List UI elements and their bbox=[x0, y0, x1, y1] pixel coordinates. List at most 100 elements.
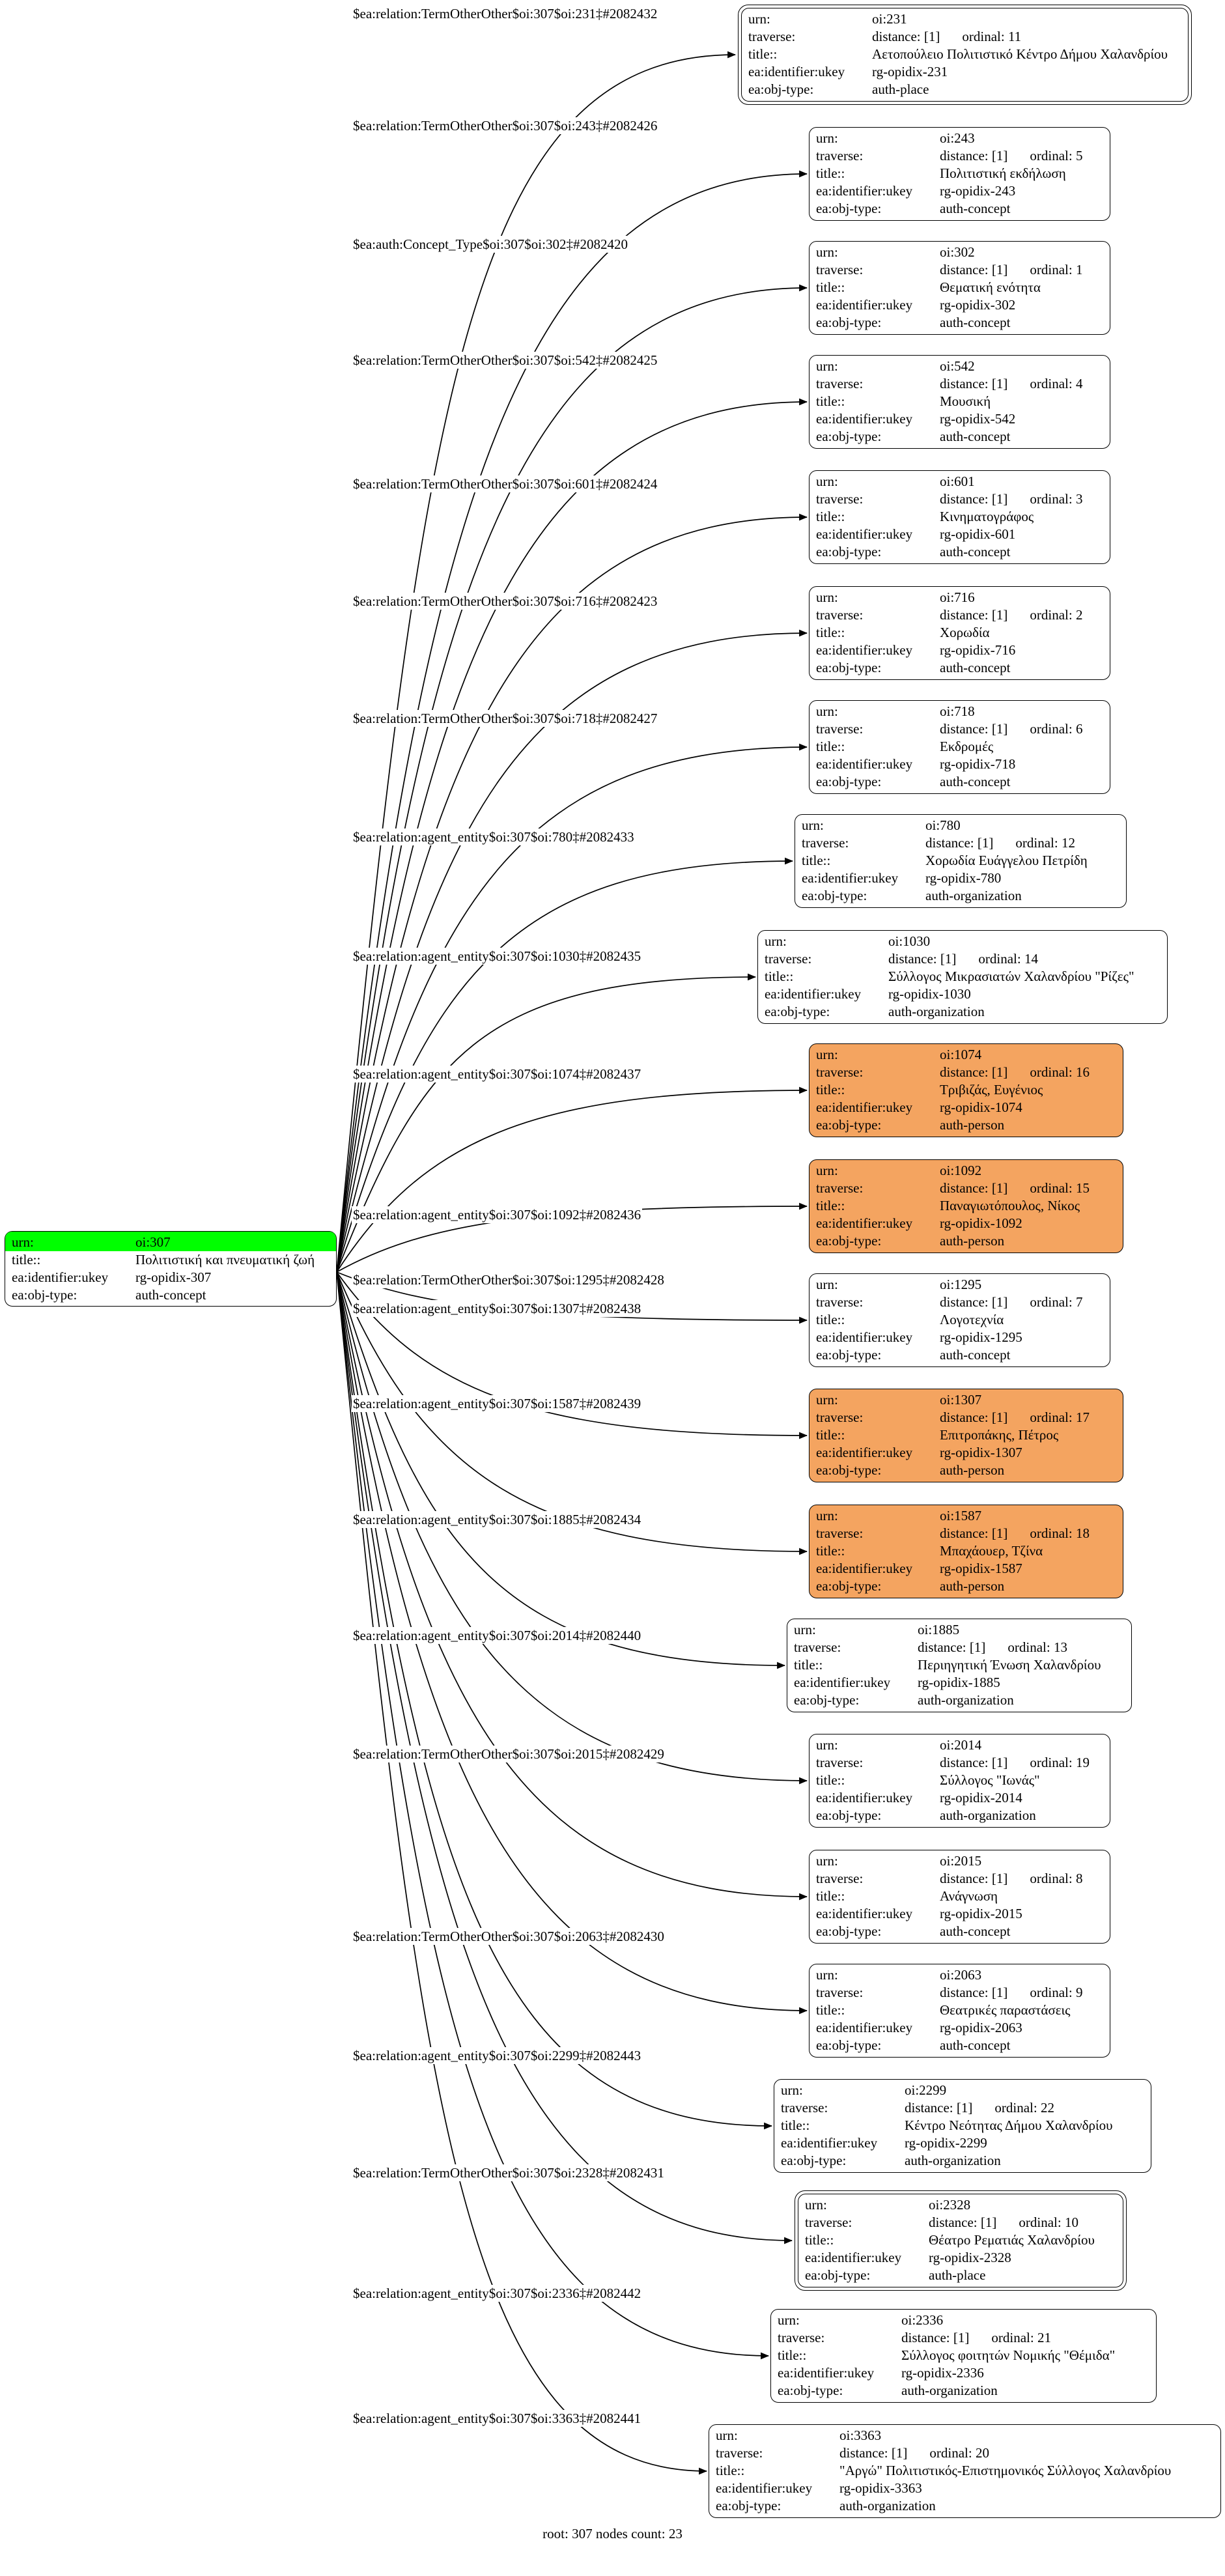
field-label-traverse: traverse: bbox=[816, 1409, 864, 1425]
field-label-obj-type: ea:obj-type: bbox=[816, 774, 882, 789]
field-label-traverse: traverse: bbox=[748, 29, 796, 44]
node-row-traverse-2014: traverse:distance: [1]ordinal: 19 bbox=[816, 1754, 1103, 1772]
edge-label-oi-307-oi-718: $ea:relation:TermOtherOther$oi:307$oi:71… bbox=[352, 710, 659, 727]
field-value-urn: oi:1295 bbox=[940, 1277, 982, 1292]
field-label-traverse: traverse: bbox=[816, 721, 864, 737]
field-value-identifier: rg-opidix-1307 bbox=[940, 1445, 1022, 1460]
field-value-traverse: distance: [1]ordinal: 6 bbox=[940, 720, 1103, 738]
distance-value: distance: [1] bbox=[940, 607, 1008, 623]
field-label-obj-type: ea:obj-type: bbox=[805, 2267, 871, 2283]
field-value-traverse: distance: [1]ordinal: 1 bbox=[940, 261, 1103, 279]
edge-label-oi-307-oi-2328: $ea:relation:TermOtherOther$oi:307$oi:23… bbox=[352, 2164, 666, 2181]
field-label-title: title:: bbox=[748, 46, 778, 62]
node-row-obj-type-231: ea:obj-type:auth-place bbox=[748, 81, 1181, 98]
edge-label-oi-307-oi-716: $ea:relation:TermOtherOther$oi:307$oi:71… bbox=[352, 593, 659, 610]
field-label-title: title:: bbox=[716, 2463, 745, 2478]
field-label-urn: urn: bbox=[816, 1967, 838, 1983]
field-label-identifier: ea:identifier:ukey bbox=[816, 526, 913, 542]
ordinal-value: ordinal: 17 bbox=[1030, 1409, 1090, 1425]
distance-value: distance: [1] bbox=[940, 1985, 1008, 2000]
field-value-identifier: rg-opidix-2336 bbox=[901, 2365, 984, 2381]
field-value-urn: oi:1885 bbox=[918, 1622, 960, 1637]
root-node-oi-307[interactable]: urn: oi:307 title:: Πολιτιστική και πνευ… bbox=[5, 1231, 337, 1307]
node-row-urn-1092: urn:oi:1092 bbox=[816, 1162, 1116, 1180]
node-row-traverse-780: traverse:distance: [1]ordinal: 12 bbox=[802, 834, 1119, 852]
field-value-traverse: distance: [1]ordinal: 7 bbox=[940, 1294, 1103, 1311]
field-label-obj-type: ea:obj-type: bbox=[816, 1347, 882, 1363]
root-count-label: root: 307 nodes count: 23 bbox=[542, 2526, 683, 2541]
distance-value: distance: [1] bbox=[940, 1525, 1008, 1541]
edge-oi-307-oi-302 bbox=[336, 284, 808, 1273]
field-label-title: title:: bbox=[816, 165, 845, 181]
node-row-obj-type-302: ea:obj-type:auth-concept bbox=[816, 314, 1103, 332]
node-row-obj-type-2063: ea:obj-type:auth-concept bbox=[816, 2037, 1103, 2054]
node-row-traverse-243: traverse:distance: [1]ordinal: 5 bbox=[816, 147, 1103, 165]
field-value-title: Θεατρικές παραστάσεις bbox=[940, 2002, 1071, 2018]
field-label-obj-type: ea:obj-type: bbox=[816, 201, 882, 216]
field-value-traverse: distance: [1]ordinal: 3 bbox=[940, 490, 1103, 508]
ordinal-value: ordinal: 13 bbox=[1007, 1639, 1067, 1655]
node-row-obj-type-2336: ea:obj-type:auth-organization bbox=[778, 2382, 1149, 2399]
ordinal-value: ordinal: 12 bbox=[1015, 835, 1075, 851]
field-value-identifier: rg-opidix-780 bbox=[925, 870, 1002, 886]
edge-label-oi-307-oi-1030: $ea:relation:agent_entity$oi:307$oi:1030… bbox=[352, 948, 643, 965]
node-row-urn-231: urn:oi:231 bbox=[748, 10, 1181, 28]
ordinal-value: ordinal: 20 bbox=[929, 2445, 989, 2461]
field-label-traverse: traverse: bbox=[816, 1871, 864, 1886]
node-row-obj-type-780: ea:obj-type:auth-organization bbox=[802, 887, 1119, 905]
ordinal-value: ordinal: 1 bbox=[1030, 262, 1083, 277]
ordinal-value: ordinal: 7 bbox=[1030, 1294, 1083, 1310]
ordinal-value: ordinal: 15 bbox=[1030, 1180, 1090, 1196]
node-row-title-1307: title::Επιτροπάκης, Πέτρος bbox=[816, 1426, 1116, 1444]
node-row-traverse-1885: traverse:distance: [1]ordinal: 13 bbox=[794, 1639, 1125, 1656]
field-label-title: title:: bbox=[778, 2347, 807, 2363]
field-label-identifier: ea:identifier:ukey bbox=[816, 411, 913, 427]
field-label-identifier: ea:identifier:ukey bbox=[816, 756, 913, 772]
field-value-traverse: distance: [1]ordinal: 15 bbox=[940, 1180, 1116, 1197]
field-label-obj-type: ea:obj-type: bbox=[816, 1117, 882, 1133]
field-label-identifier: ea:identifier:ukey bbox=[816, 642, 913, 658]
field-value-traverse: distance: [1]ordinal: 22 bbox=[905, 2099, 1144, 2117]
field-label-title: title:: bbox=[805, 2232, 834, 2248]
node-row-urn-302: urn:oi:302 bbox=[816, 244, 1103, 261]
field-value-identifier: rg-opidix-302 bbox=[940, 297, 1016, 313]
edge-label-oi-307-oi-780: $ea:relation:agent_entity$oi:307$oi:780‡… bbox=[352, 828, 636, 845]
field-label-traverse: traverse: bbox=[816, 491, 864, 507]
field-value-identifier: rg-opidix-243 bbox=[940, 183, 1016, 199]
node-row-urn-542: urn:oi:542 bbox=[816, 358, 1103, 375]
field-value-traverse: distance: [1]ordinal: 19 bbox=[940, 1754, 1103, 1772]
field-label-obj-type: ea:obj-type: bbox=[765, 1004, 830, 1019]
edge-label-oi-307-oi-1885: $ea:relation:agent_entity$oi:307$oi:1885… bbox=[352, 1511, 643, 1528]
ordinal-value: ordinal: 4 bbox=[1030, 376, 1083, 391]
node-row-urn-2015: urn:oi:2015 bbox=[816, 1852, 1103, 1870]
field-value-obj-type: auth-organization bbox=[839, 2498, 936, 2513]
field-value-urn: oi:1307 bbox=[940, 1392, 982, 1408]
